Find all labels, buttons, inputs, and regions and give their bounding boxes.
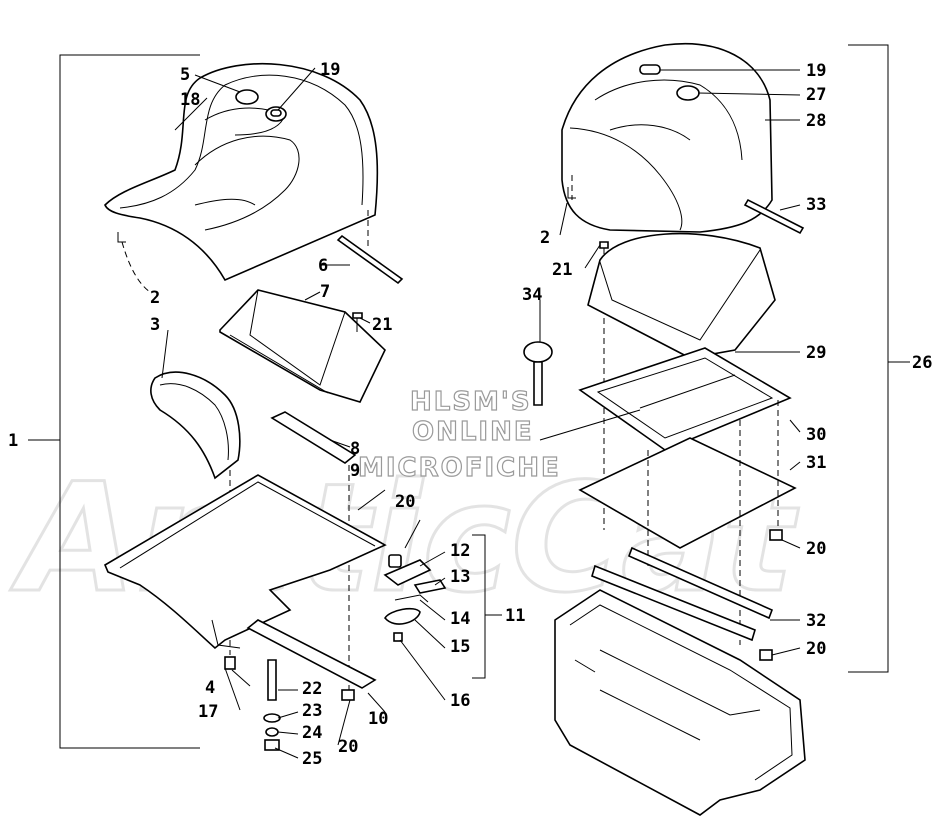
seat-cover — [104, 62, 379, 282]
callout: 10 — [368, 709, 388, 729]
callout: 5 — [180, 65, 190, 85]
callout: 13 — [450, 567, 470, 587]
callout: 2 — [150, 288, 160, 308]
passenger-seat-pan — [587, 232, 776, 359]
callout: 2 — [540, 228, 550, 248]
callout: 9 — [350, 461, 360, 481]
callout: 20 — [338, 737, 358, 757]
callout: 14 — [450, 609, 470, 629]
callout: 34 — [522, 285, 542, 305]
callout: 8 — [350, 439, 360, 459]
callout: 27 — [806, 85, 826, 105]
seat-frame — [578, 347, 792, 451]
right-seat-assembly — [523, 43, 910, 816]
callout: 1 — [8, 431, 18, 451]
callout: 24 — [302, 723, 322, 743]
watermark-line-3: MICROFICHE — [358, 453, 561, 483]
cargo-rack — [554, 589, 806, 816]
seat-knob — [523, 341, 553, 363]
callout: 22 — [302, 679, 322, 699]
passenger-seat-cushion — [561, 43, 773, 233]
left-seat-assembly — [28, 54, 502, 751]
callout: 23 — [302, 701, 322, 721]
callout: 21 — [552, 260, 572, 280]
callout: 12 — [450, 541, 470, 561]
rear-cover — [150, 371, 241, 480]
seat-base-pan — [219, 289, 386, 403]
callout: 16 — [450, 691, 470, 711]
callout: 19 — [320, 60, 340, 80]
callout: 21 — [372, 315, 392, 335]
callout: 17 — [198, 702, 218, 722]
callout: 19 — [806, 61, 826, 81]
callout: 20 — [806, 539, 826, 559]
callout: 28 — [806, 111, 826, 131]
callout: 26 — [912, 353, 932, 373]
callout: 29 — [806, 343, 826, 363]
callout: 30 — [806, 425, 826, 445]
callout: 31 — [806, 453, 826, 473]
passenger-seat-latch — [639, 64, 661, 75]
watermark-line-1: HLSM'S — [410, 387, 532, 417]
callout: 20 — [806, 639, 826, 659]
watermark-line-2: ONLINE — [412, 417, 534, 447]
callout: 7 — [320, 282, 330, 302]
callout: 32 — [806, 611, 826, 631]
callout: 15 — [450, 637, 470, 657]
callout: 18 — [180, 90, 200, 110]
seat-badge — [235, 89, 259, 105]
callout-labels: 1 5 18 19 6 2 7 3 21 8 9 20 12 13 11 14 … — [8, 60, 932, 769]
leader-lines — [161, 67, 801, 759]
callout: 3 — [150, 315, 160, 335]
callout: 20 — [395, 492, 415, 512]
seat-plate — [578, 437, 797, 549]
callout: 11 — [505, 606, 525, 626]
floor-pan — [103, 474, 387, 650]
callout: 4 — [205, 678, 215, 698]
callout: 6 — [318, 256, 328, 276]
callout: 25 — [302, 749, 322, 769]
callout: 33 — [806, 195, 826, 215]
